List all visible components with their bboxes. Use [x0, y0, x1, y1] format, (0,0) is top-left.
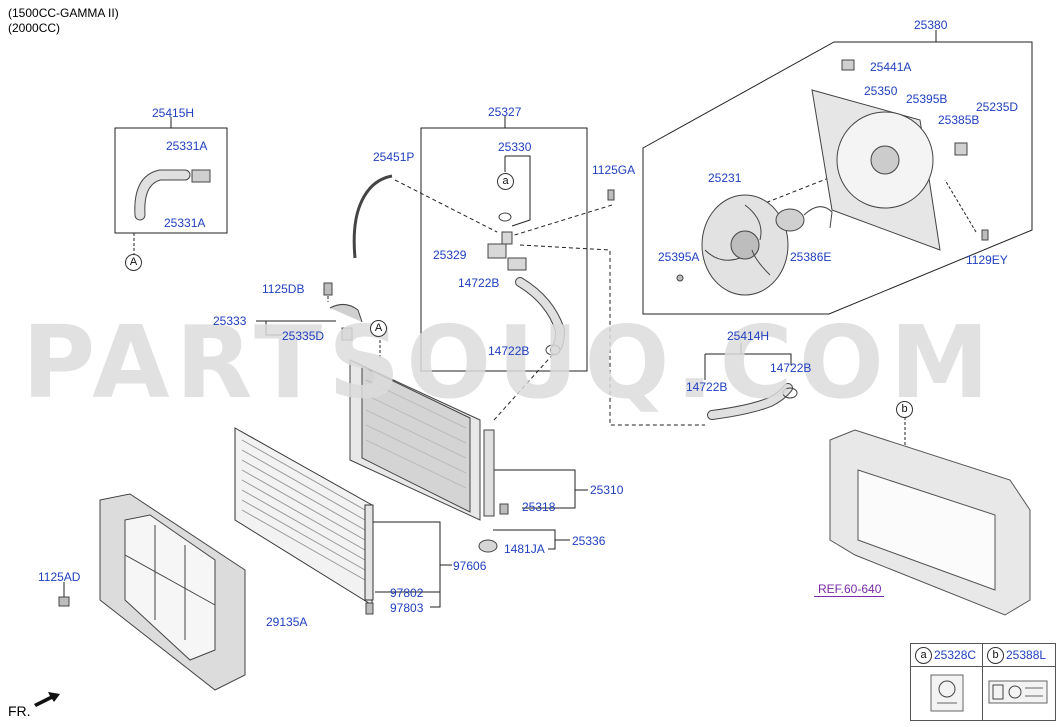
- part-label-25333[interactable]: 25333: [213, 314, 247, 328]
- part-label-25415H[interactable]: 25415H: [152, 106, 195, 120]
- fan-group-frame: [642, 41, 1033, 315]
- part-label-25336[interactable]: 25336: [572, 534, 606, 548]
- fan-motor: [775, 206, 833, 232]
- engine-variant-line1: (1500CC-GAMMA II): [8, 6, 119, 20]
- watermark: PARTSOUQ.COM: [22, 304, 996, 421]
- callout-a: a: [497, 173, 514, 190]
- label-sticker-a-icon: [930, 674, 964, 712]
- bolt-1125DB: [323, 282, 333, 296]
- legend-header-row: [911, 644, 1055, 667]
- part-label-29135A[interactable]: 29135A: [266, 615, 308, 629]
- part-label-25395B[interactable]: 25395B: [906, 92, 948, 106]
- part-label-25385B[interactable]: 25385B: [938, 113, 980, 127]
- part-label-1125AD[interactable]: 1125AD: [38, 570, 81, 584]
- cooling-fan: [701, 194, 789, 296]
- bracket-25333: [329, 304, 363, 323]
- reference-underline: [814, 596, 884, 597]
- part-label-25331A-lower[interactable]: 25331A: [164, 216, 206, 230]
- callout-b: b: [896, 401, 913, 418]
- legend-part-25388L[interactable]: 25388L: [1006, 648, 1047, 662]
- part-label-25331A-upper[interactable]: 25331A: [166, 139, 208, 153]
- thermostat-group-frame: [420, 127, 588, 372]
- thermostat-housing: [487, 231, 527, 271]
- part-label-97606[interactable]: 97606: [453, 559, 487, 573]
- part-label-25451P[interactable]: 25451P: [373, 150, 415, 164]
- label-sticker-b-icon: [988, 680, 1048, 704]
- part-label-14722B-b[interactable]: 14722B: [488, 344, 530, 358]
- front-end-module: [829, 429, 1031, 616]
- insulator-25335D: [341, 327, 353, 341]
- part-label-25395A[interactable]: 25395A: [658, 250, 700, 264]
- engine-variant-line2: (2000CC): [8, 21, 61, 35]
- part-label-1125GA[interactable]: 1125GA: [592, 163, 636, 177]
- part-label-25330[interactable]: 25330: [498, 140, 532, 154]
- front-arrow-icon: [34, 692, 60, 707]
- legend-table: a 25328C b 25388L: [910, 643, 1056, 721]
- part-label-25235D[interactable]: 25235D: [976, 100, 1019, 114]
- part-label-1481JA[interactable]: 1481JA: [504, 542, 545, 556]
- condenser: [234, 427, 374, 606]
- part-label-97802[interactable]: 97802: [390, 586, 424, 600]
- part-label-25310[interactable]: 25310: [590, 483, 624, 497]
- part-label-25318[interactable]: 25318: [522, 500, 556, 514]
- part-label-25329[interactable]: 25329: [433, 248, 467, 262]
- part-label-1125DB[interactable]: 1125DB: [262, 282, 305, 296]
- radiator: [349, 359, 495, 521]
- air-guard: [99, 493, 246, 691]
- callout-A-hose: A: [125, 254, 142, 271]
- callout-A-radiator: A: [370, 320, 387, 337]
- vent-hose: [352, 174, 393, 259]
- front-direction-label: FR.: [8, 703, 31, 719]
- reference-link[interactable]: REF.60-640: [818, 582, 882, 596]
- part-label-25414H[interactable]: 25414H: [727, 329, 770, 343]
- part-label-14722B-a[interactable]: 14722B: [458, 276, 500, 290]
- legend-part-25328C[interactable]: 25328C: [934, 648, 977, 662]
- o-ring: [498, 212, 512, 222]
- legend-cell-a: a 25328C: [911, 644, 983, 720]
- part-label-25231[interactable]: 25231: [708, 171, 742, 185]
- part-label-25380[interactable]: 25380: [914, 18, 948, 32]
- part-label-14722B-c[interactable]: 14722B: [686, 380, 728, 394]
- part-label-97803[interactable]: 97803: [390, 601, 424, 615]
- legend-cell-b: b 25388L: [983, 644, 1054, 720]
- legend-mark-a: a: [915, 647, 932, 664]
- part-label-25350[interactable]: 25350: [864, 84, 898, 98]
- legend-mark-b: b: [987, 647, 1004, 664]
- part-label-25441A[interactable]: 25441A: [870, 60, 912, 74]
- part-label-25335D[interactable]: 25335D: [282, 329, 325, 343]
- fan-shroud: [811, 89, 941, 251]
- part-label-14722B-d[interactable]: 14722B: [770, 361, 812, 375]
- part-label-25327[interactable]: 25327: [488, 105, 522, 119]
- part-label-25386E[interactable]: 25386E: [790, 250, 832, 264]
- part-label-1129EY[interactable]: 1129EY: [966, 253, 1008, 267]
